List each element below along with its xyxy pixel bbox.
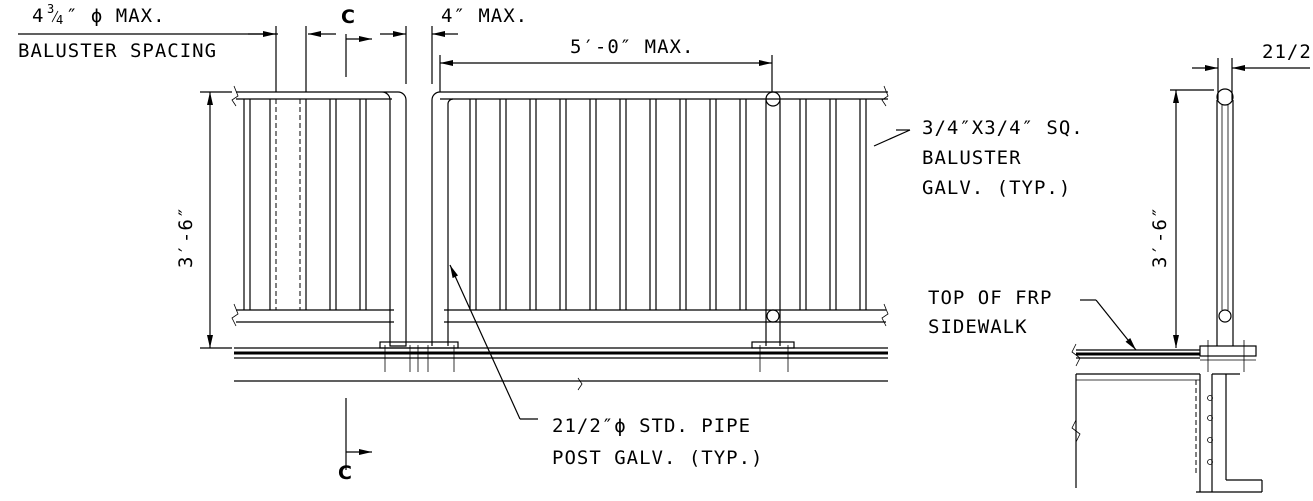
baluster-spacing-frac-den: 4 <box>56 13 63 27</box>
baluster-size-line2: BALUSTER <box>922 147 1022 169</box>
height-left-label: 3′-6″ <box>175 206 197 268</box>
post-spacing-label: 5′-0″ MAX. <box>570 36 694 58</box>
section-mark-bottom: C <box>338 398 372 484</box>
railing-elevation <box>231 85 889 391</box>
section-mark-letter-bottom: C <box>338 462 352 484</box>
sidewalk-line2: SIDEWALK <box>928 316 1028 338</box>
gap-max-label: 4″ MAX. <box>441 5 528 27</box>
section-view: 21/2″ 3′-6″ <box>928 41 1313 493</box>
baluster-spacing-value: 4 <box>32 5 44 27</box>
baluster-size-line3: GALV. (TYP.) <box>922 177 1071 199</box>
post-width-label: 21/2″ <box>1262 41 1313 63</box>
baluster-spacing-caption: BALUSTER SPACING <box>18 40 217 62</box>
sidewalk-line1: TOP OF FRP <box>928 287 1052 309</box>
post-line1: 21/2″ϕ STD. PIPE <box>552 415 751 437</box>
post-line2: POST GALV. (TYP.) <box>552 447 763 469</box>
balusters-left <box>243 99 367 310</box>
balusters-right <box>799 99 867 310</box>
section-mark-top: C <box>341 6 372 77</box>
baluster-spacing-label: 4 3 4 ″ ϕ MAX. BALUSTER SPACING <box>18 2 272 62</box>
section-mark-letter: C <box>341 6 355 28</box>
height-right-label: 3′-6″ <box>1149 206 1171 268</box>
baluster-spacing-suffix: ″ ϕ MAX. <box>66 5 166 27</box>
balusters-middle <box>469 99 747 310</box>
baluster-size-line1: 3/4″X3/4″ SQ. <box>922 117 1084 139</box>
baluster-spacing-frac-num: 3 <box>47 2 54 16</box>
